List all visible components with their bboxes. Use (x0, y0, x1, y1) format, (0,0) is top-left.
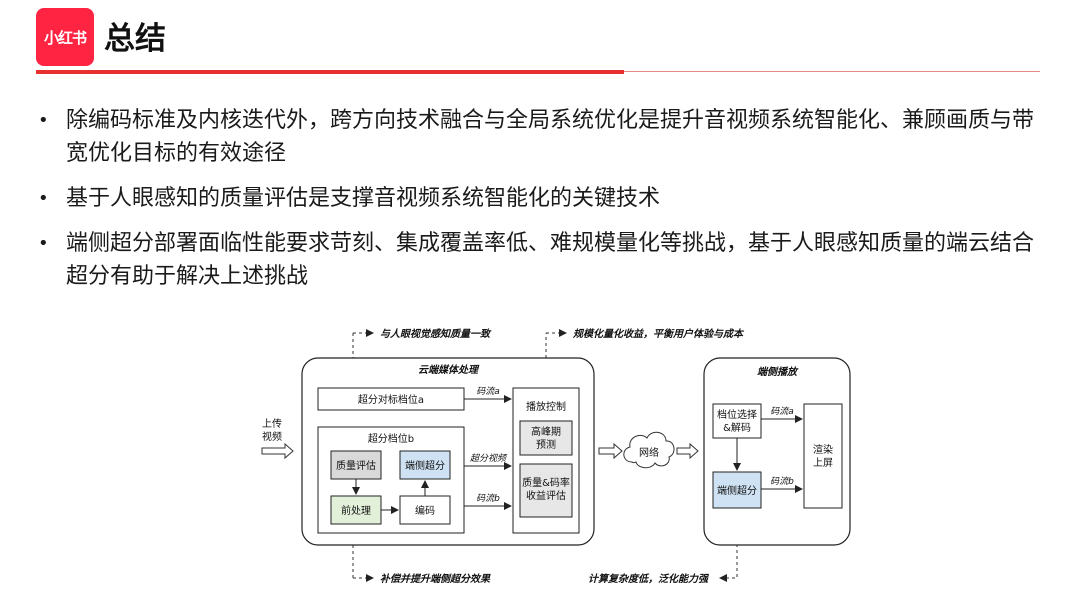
client-sr-box (712, 471, 762, 509)
quality-eval-box (330, 450, 382, 480)
network-label: 网络 (639, 446, 659, 459)
title-underline-thin (624, 71, 1040, 72)
client-panel-title: 端侧播放 (757, 366, 799, 378)
client-sr-box-cloud (399, 450, 451, 480)
sr-video-label: 超分视频 (470, 453, 508, 464)
bullet-dot: • (38, 188, 49, 209)
peak-predict-label: 高峰期 (531, 425, 561, 438)
preprocess-label: 前处理 (341, 504, 371, 517)
client-sr-label: 端侧超分 (717, 484, 757, 497)
upload-label: 上传 (262, 418, 282, 430)
client-sr-label-cloud: 端侧超分 (405, 459, 445, 472)
sr-level-label: 超分档位b (368, 432, 414, 445)
stream-b-label-client: 码流b (770, 476, 794, 487)
bullet-dot: • (38, 110, 49, 131)
encode-label: 编码 (415, 504, 435, 517)
peak-predict-box (519, 420, 573, 456)
level-select-box (712, 403, 762, 439)
level-select-label-line2: &解码 (723, 421, 751, 434)
list-item: • 端侧超分部署面临性能要求苛刻、集成覆盖率低、难规模量化等挑战，基于人眼感知质量… (38, 227, 1048, 293)
upload-arrow (261, 442, 294, 460)
annotation-top-left: 与人眼视觉感知质量一致 (380, 328, 492, 340)
render-label-line2: 上屏 (813, 457, 833, 469)
quality-bitrate-box (519, 463, 573, 518)
quality-eval-label: 质量评估 (336, 459, 376, 472)
network-cloud-icon (623, 431, 675, 469)
render-box (803, 403, 843, 509)
quality-bitrate-label: 质量&码率 (522, 476, 570, 489)
annotation-bottom-right: 计算复杂度低，泛化能力强 (588, 573, 710, 585)
render-label: 渲染 (813, 443, 833, 456)
annotation-top-right: 规模化量化收益，平衡用户体验与成本 (572, 328, 745, 340)
playback-control-label: 播放控制 (526, 400, 566, 413)
xiaohongshu-logo: 小红书 (36, 8, 94, 66)
bullet-text: 除编码标准及内核迭代外，跨方向技术融合与全局系统优化是提升音视频系统智能化、兼顾… (66, 108, 1035, 166)
stream-a-label-client: 码流a (770, 406, 794, 417)
quality-bitrate-label-line2: 收益评估 (526, 489, 566, 502)
sr-target-label: 超分对标档位a (358, 393, 424, 406)
peak-predict-label-line2: 预测 (536, 438, 556, 451)
bullet-dot: • (38, 233, 49, 254)
cloud-panel-title: 云端媒体处理 (418, 364, 480, 376)
title-underline (36, 70, 624, 74)
bullet-text: 端侧超分部署面临性能要求苛刻、集成覆盖率低、难规模量化等挑战，基于人眼感知质量的… (66, 231, 1035, 289)
arrow-network-to-client (676, 442, 699, 460)
list-item: • 基于人眼感知的质量评估是支撑音视频系统智能化的关键技术 (38, 182, 1048, 215)
arrow-cloud-to-network (598, 442, 623, 460)
page-title: 总结 (104, 21, 166, 57)
upload-label-line2: 视频 (262, 430, 282, 443)
stream-b-label-cloud: 码流b (476, 493, 500, 504)
stream-a-label-cloud: 码流a (476, 386, 500, 397)
list-item: • 除编码标准及内核迭代外，跨方向技术融合与全局系统优化是提升音视频系统智能化、兼… (38, 104, 1048, 170)
encode-box (399, 495, 451, 525)
preprocess-box (330, 495, 382, 525)
bullet-text: 基于人眼感知的质量评估是支撑音视频系统智能化的关键技术 (66, 186, 661, 211)
summary-list: • 除编码标准及内核迭代外，跨方向技术融合与全局系统优化是提升音视频系统智能化、兼… (38, 104, 1048, 305)
annotation-bottom-left: 补偿并提升端侧超分效果 (380, 573, 491, 585)
level-select-label: 档位选择 (717, 408, 757, 421)
